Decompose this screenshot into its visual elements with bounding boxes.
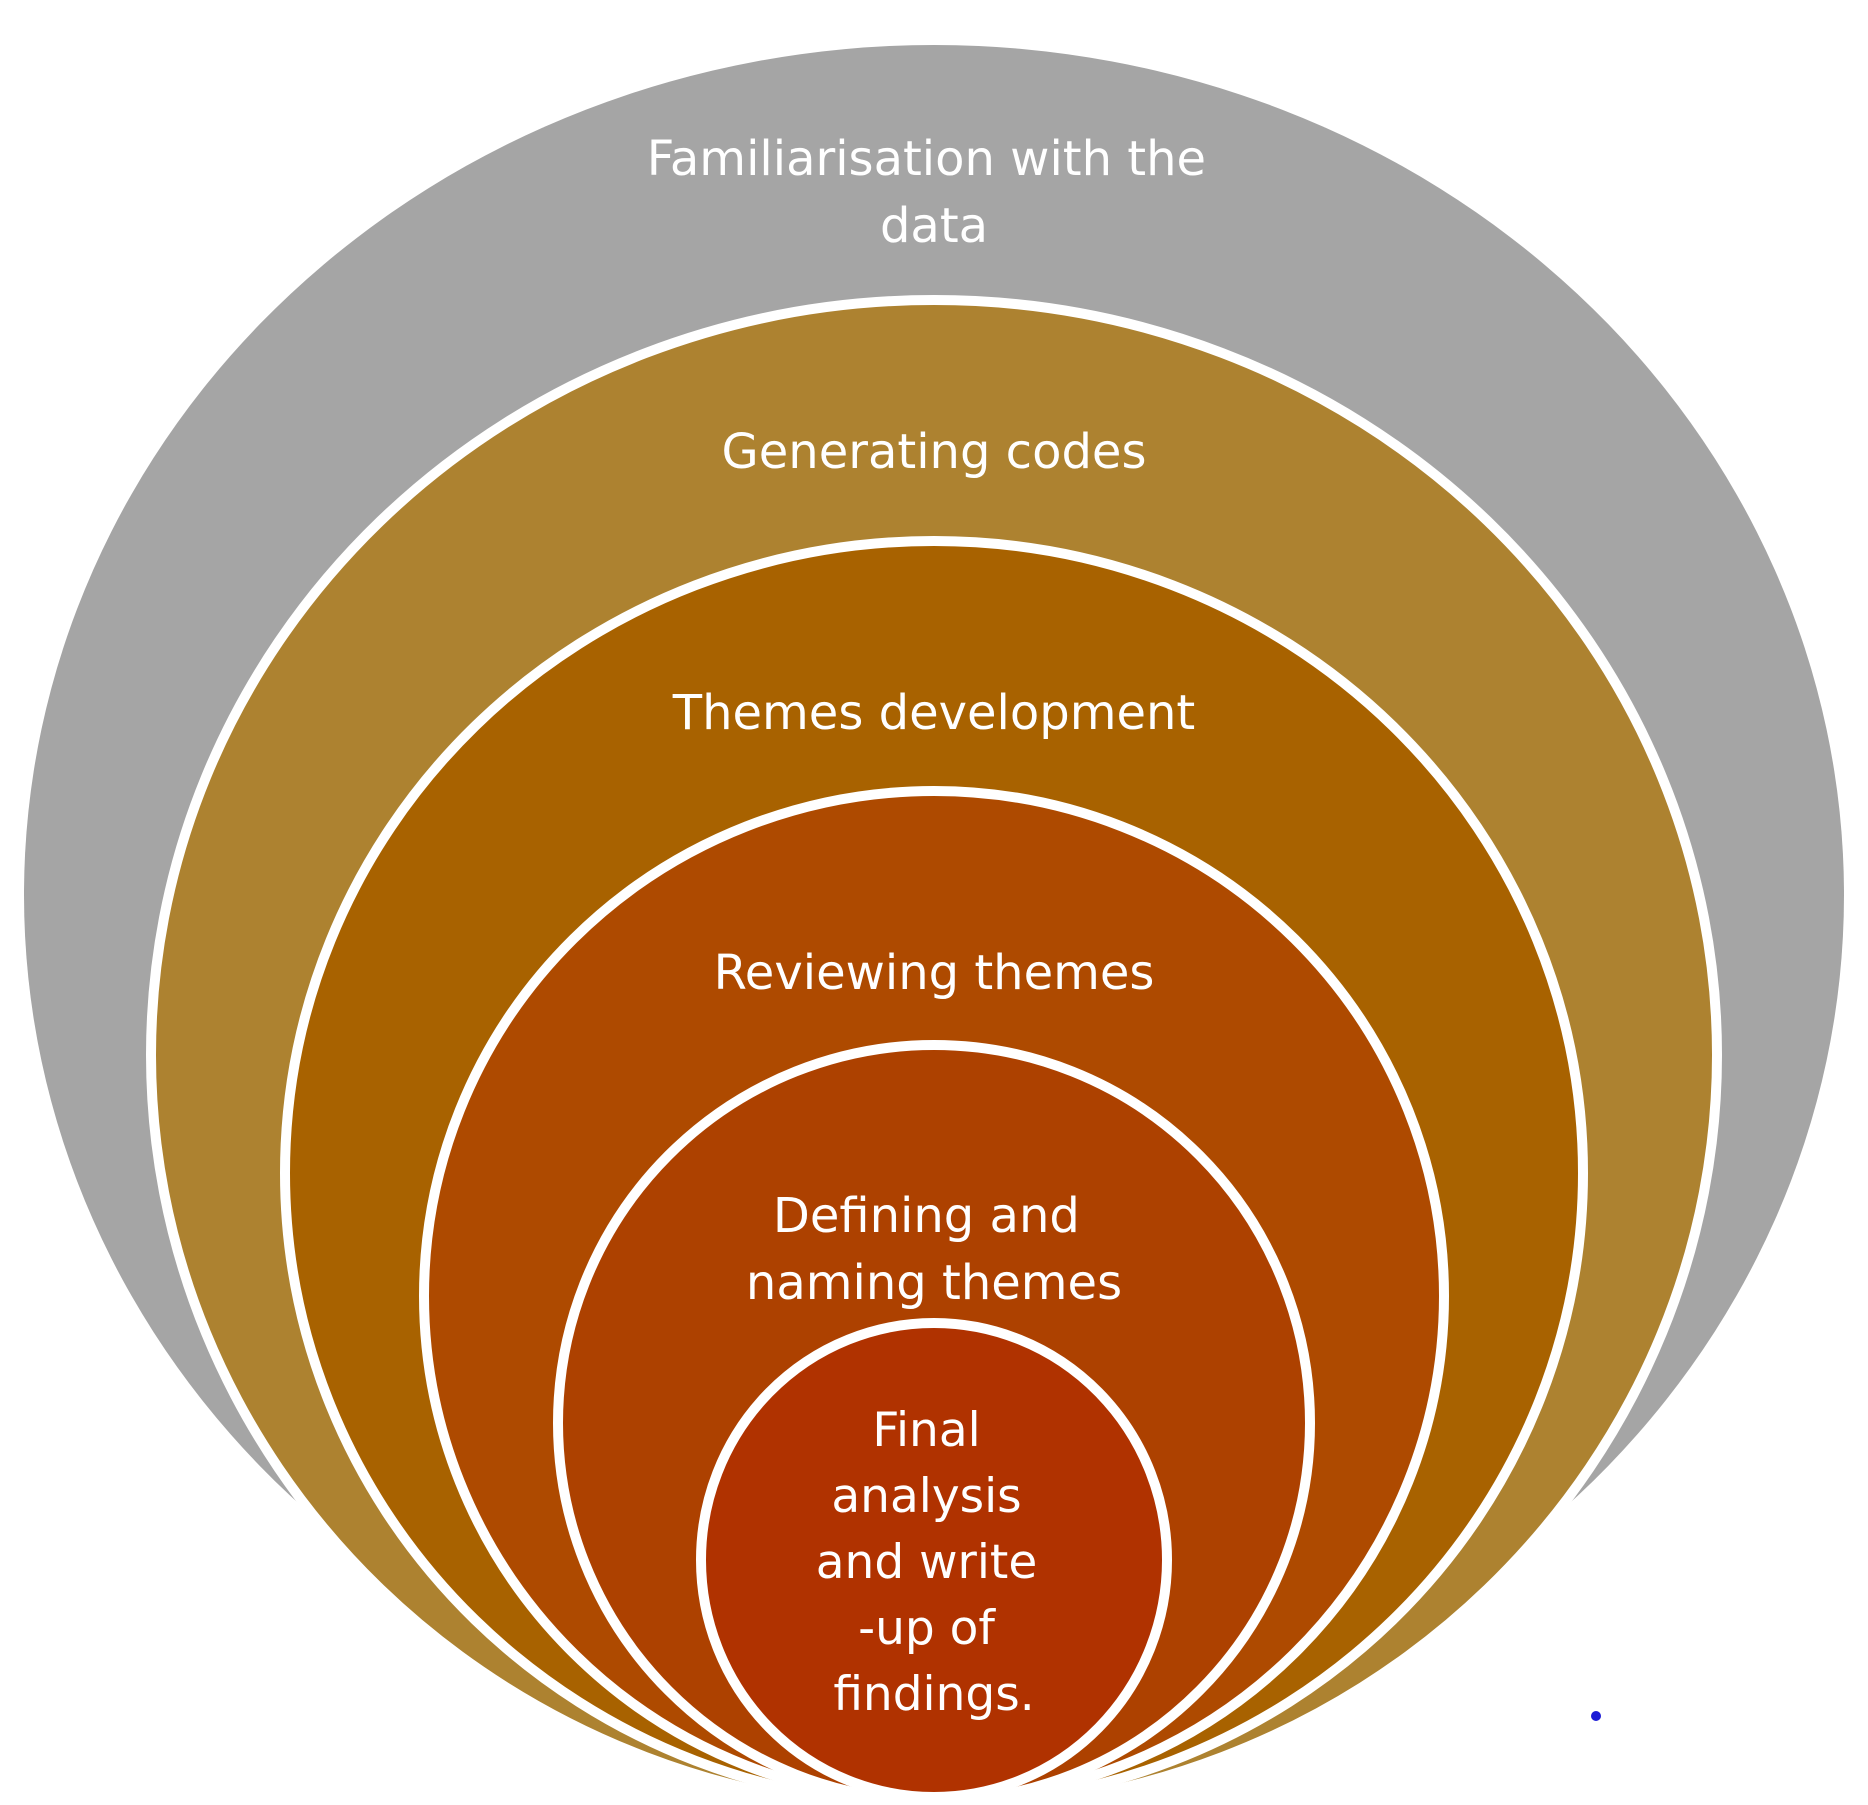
stage-final-analysis: Final analysis and write -up of findings… bbox=[696, 1318, 1172, 1802]
stage-familiarisation-line-1: Familiarisation with the bbox=[647, 131, 1206, 187]
stage-themes-development-label: Themes development bbox=[672, 685, 1195, 741]
stage-defining-naming-themes-line-1: Defining and bbox=[773, 1188, 1080, 1244]
stage-defining-naming-themes-label: Defining and naming themes bbox=[746, 1188, 1122, 1311]
stage-final-analysis-line-2: analysis bbox=[831, 1469, 1021, 1524]
stage-generating-codes-line-1: Generating codes bbox=[722, 424, 1147, 480]
stage-final-analysis-circle bbox=[696, 1318, 1172, 1802]
stage-final-analysis-line-1: Final bbox=[872, 1403, 980, 1458]
stage-reviewing-themes-label: Reviewing themes bbox=[714, 945, 1155, 1001]
stage-familiarisation-label: Familiarisation with the data bbox=[647, 131, 1222, 254]
stage-final-analysis-line-5: findings. bbox=[833, 1667, 1034, 1722]
stage-reviewing-themes-line-1: Reviewing themes bbox=[714, 945, 1155, 1001]
stage-final-analysis-line-4: -up of bbox=[858, 1601, 996, 1656]
stage-defining-naming-themes-line-2: naming themes bbox=[746, 1255, 1122, 1311]
stage-familiarisation-line-2: data bbox=[880, 198, 988, 254]
stage-final-analysis-line-3: and write bbox=[816, 1535, 1038, 1590]
stage-generating-codes-label: Generating codes bbox=[722, 424, 1147, 480]
stage-themes-development-line-1: Themes development bbox=[672, 685, 1195, 741]
stage-final-analysis-label: Final analysis and write -up of findings… bbox=[816, 1403, 1052, 1722]
marker-dot bbox=[1591, 1711, 1601, 1721]
